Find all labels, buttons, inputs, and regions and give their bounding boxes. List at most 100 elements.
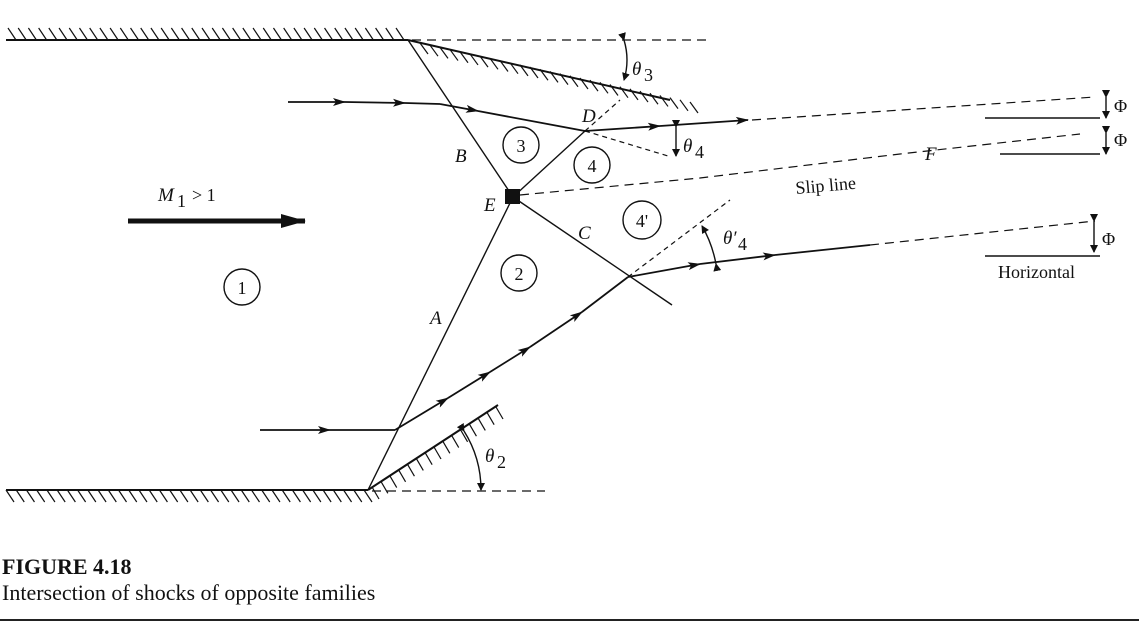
wall-hatch-mark <box>291 489 301 503</box>
wall-hatch-mark <box>385 27 395 41</box>
wall-hatch-mark <box>250 489 260 503</box>
wall-hatch-mark <box>619 86 629 99</box>
wall-hatch-mark <box>66 489 76 503</box>
wall-hatch-mark <box>659 95 669 107</box>
svg-text:4: 4 <box>588 156 597 176</box>
figure-caption: FIGURE 4.18 Intersection of shocks of op… <box>2 554 375 606</box>
wall-hatch-mark <box>15 489 25 503</box>
phi-top: Φ <box>1102 90 1127 119</box>
wall-hatch-mark <box>599 81 609 94</box>
wall-hatch-mark <box>148 489 158 503</box>
wall-hatch-mark <box>419 42 429 55</box>
wall-hatch-mark <box>201 27 211 41</box>
wall-hatch-mark <box>639 90 649 103</box>
svg-text:θ: θ <box>632 59 641 80</box>
svg-text:Φ: Φ <box>1114 96 1127 116</box>
wall-hatch-mark <box>220 489 230 503</box>
top-wall <box>6 27 408 41</box>
wall-hatch-mark <box>211 27 221 41</box>
wall-hatch-mark <box>313 27 323 41</box>
wall-hatch-mark <box>78 27 88 41</box>
wall-hatch-mark <box>38 27 48 41</box>
wall-hatch-mark <box>406 463 415 477</box>
wall-hatch-mark <box>68 27 78 41</box>
wall-hatch-mark <box>25 489 35 503</box>
wall-hatch-mark <box>629 88 639 101</box>
wall-hatch-mark <box>363 489 373 503</box>
wall-hatch-mark <box>46 489 56 503</box>
wall-hatch-mark <box>128 489 138 503</box>
phi-bottom: Φ <box>1090 214 1115 253</box>
wall-hatch-mark <box>509 62 519 75</box>
wall-hatch-mark <box>138 489 148 503</box>
region-3: 3 <box>502 126 540 164</box>
svg-text:θ: θ <box>683 136 692 157</box>
wall-hatch-mark <box>36 489 46 503</box>
wall-hatch-mark <box>519 64 529 77</box>
wall-hatch-mark <box>109 27 119 41</box>
svg-text:4: 4 <box>695 142 704 162</box>
wall-hatch-mark <box>261 489 271 503</box>
wall-hatch-mark <box>395 27 405 41</box>
wall-hatch-mark <box>232 27 242 41</box>
wall-hatch-mark <box>89 27 99 41</box>
shock-a <box>367 196 514 491</box>
label-point-d: D <box>581 106 596 127</box>
wall-hatch-mark <box>477 418 486 431</box>
region-2: 2 <box>500 254 538 292</box>
wall-hatch-mark <box>459 51 469 64</box>
wall-hatch-mark <box>130 27 140 41</box>
svg-text:θ: θ <box>485 446 494 467</box>
wall-hatch-mark <box>343 489 353 503</box>
wall-hatch-mark <box>324 27 334 41</box>
shock-d-reflected <box>512 130 586 198</box>
wall-hatch-mark <box>181 27 191 41</box>
svg-text:4: 4 <box>738 234 747 254</box>
point-e-marker <box>505 189 520 204</box>
angle-theta3: θ 3 <box>618 32 653 85</box>
wall-hatch-mark <box>449 49 459 61</box>
wall-hatch-mark <box>312 489 322 503</box>
slip-line <box>519 133 1081 196</box>
shock-c <box>512 196 673 306</box>
wall-hatch-mark <box>353 489 363 503</box>
mach-subscript: 1 <box>177 191 186 211</box>
wall-hatch-mark <box>189 489 199 503</box>
wall-hatch-mark <box>375 27 385 41</box>
wall-hatch-mark <box>371 486 380 500</box>
wall-hatch-mark <box>99 27 109 41</box>
wall-hatch-mark <box>58 27 68 41</box>
wall-hatch-mark <box>283 27 293 41</box>
wall-hatch-mark <box>468 423 477 437</box>
wall-hatch-mark <box>579 77 589 90</box>
wall-hatch-mark <box>199 489 209 503</box>
wall-hatch-mark <box>221 27 231 41</box>
wall-hatch-mark <box>252 27 262 41</box>
wall-hatch-mark <box>77 489 87 503</box>
wall-hatch-mark <box>429 44 439 57</box>
wall-hatch-mark <box>5 489 15 503</box>
svg-text:Φ: Φ <box>1102 229 1115 249</box>
label-shock-c: C <box>578 223 591 244</box>
label-point-e: E <box>483 195 496 216</box>
shock-intersection-diagram: M 1 > 1 A B C D E F 1 2 3 4 4' θ 3 θ 4 <box>5 27 1127 503</box>
wall-hatch-mark <box>569 75 579 88</box>
wall-hatch-mark <box>433 446 442 460</box>
wall-hatch-mark <box>354 27 364 41</box>
wall-hatch-mark <box>486 412 495 426</box>
wall-hatch-mark <box>97 489 107 503</box>
figure-number: FIGURE 4.18 <box>2 554 132 579</box>
wall-hatch-mark <box>415 458 424 471</box>
wall-hatch-mark <box>489 57 499 70</box>
region-4-prime: 4' <box>622 200 662 240</box>
wall-hatch-mark <box>689 101 699 114</box>
svg-text:3: 3 <box>644 65 653 85</box>
angle-theta2: θ 2 <box>456 422 506 491</box>
svg-text:Φ: Φ <box>1114 130 1127 150</box>
wall-hatch-mark <box>281 489 291 503</box>
phi-middle: Φ <box>1102 126 1127 155</box>
wall-hatch-mark <box>169 489 179 503</box>
wall-hatch-mark <box>56 489 66 503</box>
wall-hatch-mark <box>210 489 220 503</box>
bottom-wall <box>5 489 373 503</box>
